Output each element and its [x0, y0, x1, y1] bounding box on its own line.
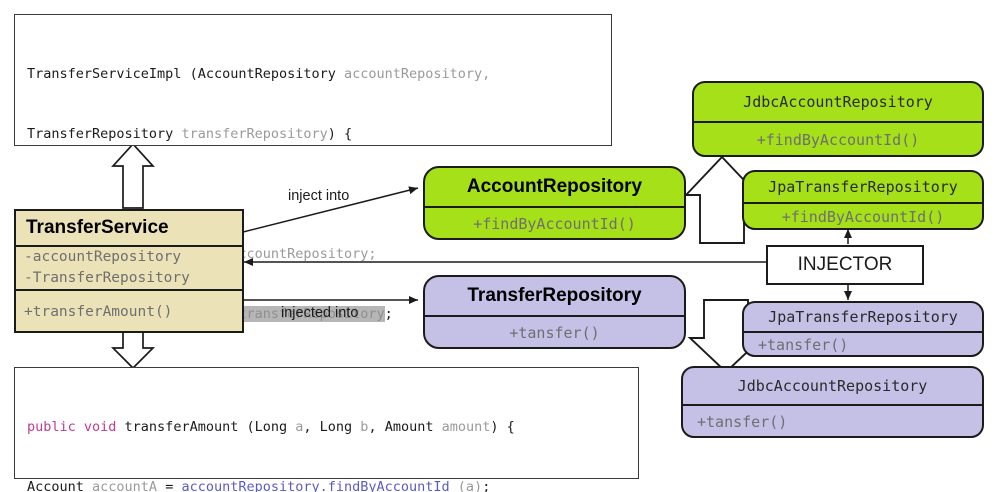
method-code-box: public void transferAmount (Long a, Long…: [14, 367, 639, 492]
class-method: +tansfer(): [683, 404, 982, 436]
code-token: ,: [368, 419, 385, 435]
class-field: -accountRepository: [16, 245, 242, 267]
code-token: a: [295, 419, 304, 435]
edge-label-injected-into: injected into: [281, 305, 359, 321]
class-title: TransferService: [26, 217, 169, 238]
code-token: =: [165, 479, 182, 492]
class-box-account-repository[interactable]: AccountRepository +findByAccountId(): [423, 166, 686, 240]
code-token: transferRepository: [181, 126, 328, 142]
code-token: TransferServiceImpl: [27, 66, 190, 82]
code-token: amount: [441, 419, 491, 435]
code-token: public void: [27, 419, 125, 435]
code-token: b: [360, 419, 369, 435]
class-box-jpa-transfer-repository-green[interactable]: JpaTransferRepository +findByAccountId(): [742, 170, 984, 230]
code-token: transferRepository: [238, 306, 385, 322]
constructor-code-box: TransferServiceImpl (AccountRepository a…: [14, 14, 612, 382]
code-token: accountRepository;: [230, 246, 377, 262]
code-token: (a): [457, 479, 483, 492]
code-line: TransferServiceImpl (AccountRepository a…: [27, 64, 599, 84]
injector-box[interactable]: INJECTOR: [766, 245, 924, 285]
code-line: public void transferAmount (Long a, Long…: [27, 417, 626, 437]
class-method: +tansfer(): [744, 331, 982, 355]
edge-label-inject-into: inject into: [288, 188, 350, 204]
code-token: accountRepository.findByAccountId: [181, 479, 458, 492]
class-box-jdbc-account-repository-purple[interactable]: JdbcAccountRepository +tansfer(): [681, 366, 984, 438]
class-method: +tansfer(): [425, 315, 684, 347]
class-box-transfer-service[interactable]: TransferService -accountRepository -Tran…: [14, 209, 244, 333]
class-title: AccountRepository: [466, 176, 643, 197]
class-method: +findByAccountId(): [694, 121, 982, 155]
code-token: AccountRepository: [197, 66, 345, 82]
code-line: Account accountA = accountRepository.fin…: [27, 477, 626, 492]
class-box-transfer-repository[interactable]: TransferRepository +tansfer(): [423, 275, 686, 349]
code-token: transferAmount: [124, 419, 247, 435]
code-token: Account: [27, 479, 93, 492]
code-token: Long: [319, 419, 361, 435]
class-title: JpaTransferRepository: [768, 308, 958, 326]
class-title: JdbcAccountRepository: [737, 377, 928, 395]
code-token: (: [189, 66, 198, 82]
code-token: Amount: [384, 419, 442, 435]
class-box-jdbc-account-repository-green[interactable]: JdbcAccountRepository +findByAccountId(): [692, 81, 984, 157]
code-line: TransferRepository transferRepository) {: [27, 124, 599, 144]
class-title: JdbcAccountRepository: [743, 93, 933, 111]
class-method: +findByAccountId(): [744, 202, 982, 228]
code-token: Long: [254, 419, 296, 435]
class-field: -TransferRepository: [24, 270, 190, 286]
code-token: accountA: [92, 479, 166, 492]
class-box-jpa-transfer-repository-purple[interactable]: JpaTransferRepository +tansfer(): [742, 301, 984, 357]
class-title: JpaTransferRepository: [768, 178, 958, 196]
class-title: TransferRepository: [467, 285, 642, 306]
code-token: ,: [303, 419, 320, 435]
code-token: ) {: [327, 126, 353, 142]
code-token: (: [246, 419, 255, 435]
code-token: ;: [482, 479, 491, 492]
class-method: +transferAmount(): [16, 289, 242, 331]
code-token: ;: [384, 306, 393, 322]
class-method: +findByAccountId(): [425, 206, 684, 238]
code-token: accountRepository,: [344, 66, 491, 82]
code-token: ) {: [490, 419, 515, 435]
code-token: TransferRepository: [27, 126, 182, 142]
